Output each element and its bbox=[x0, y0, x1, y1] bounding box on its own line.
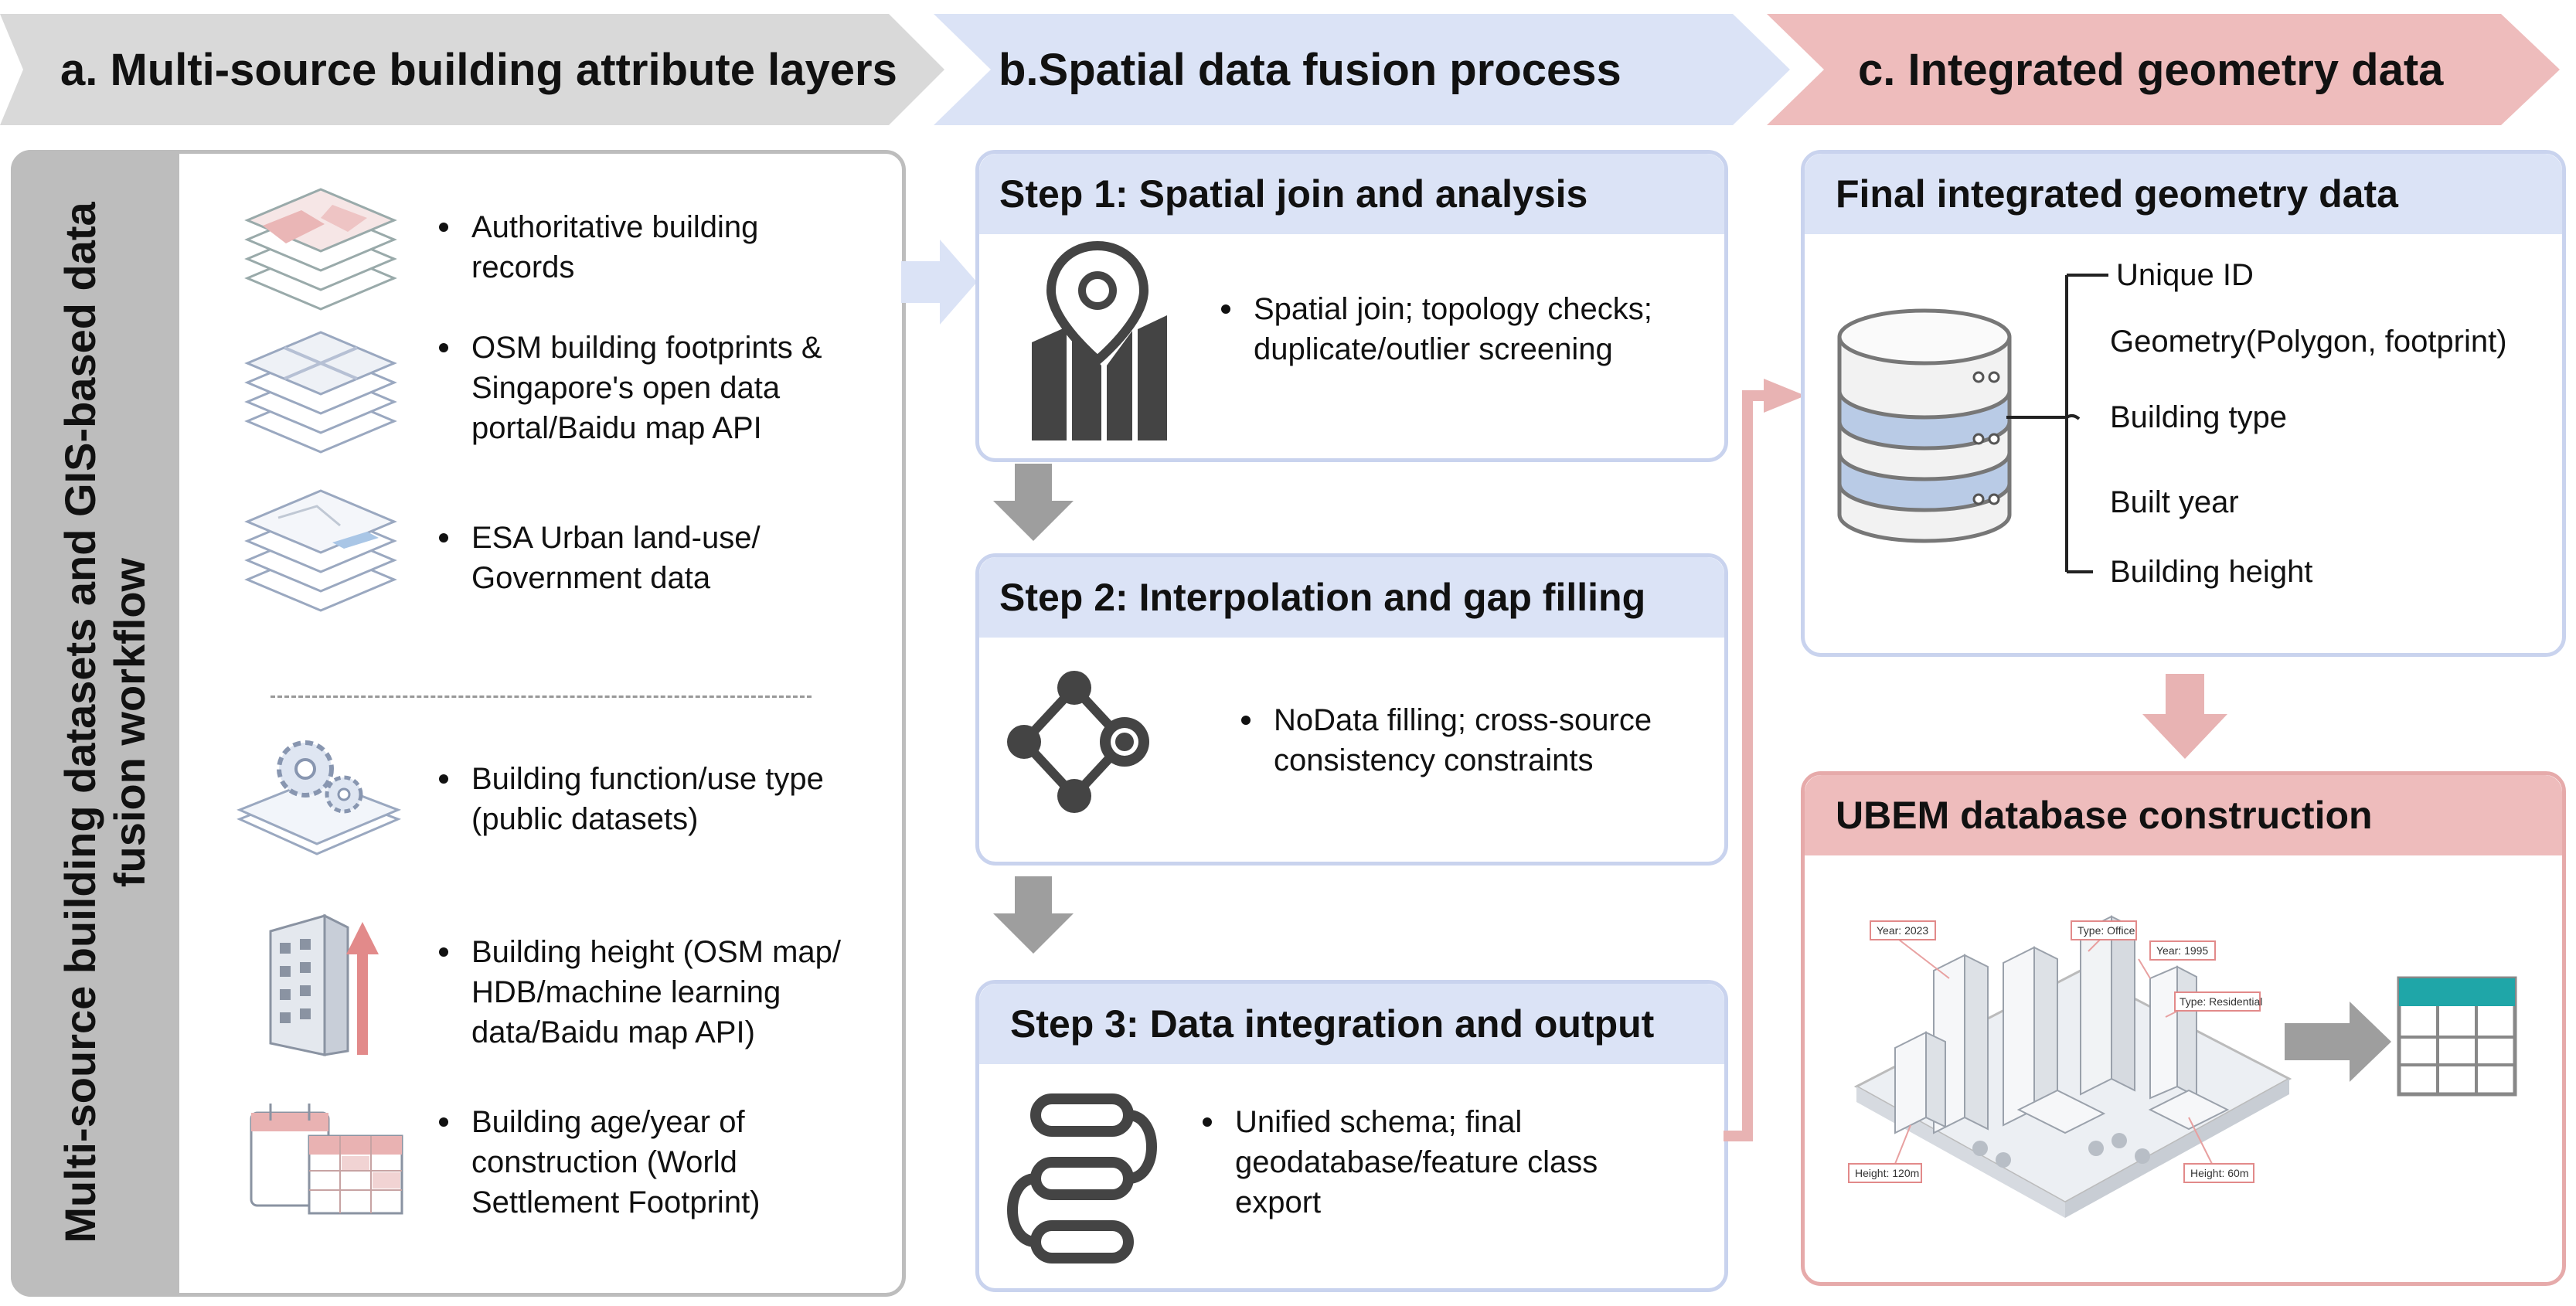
field-unique-id: Unique ID bbox=[2116, 258, 2254, 292]
layered-map-blue-icon bbox=[244, 489, 397, 612]
arrow-step3-to-final bbox=[1724, 379, 1805, 1141]
table-icon bbox=[2397, 976, 2517, 1097]
header-a: a. Multi-source building attribute layer… bbox=[0, 0, 951, 125]
node-graph-icon bbox=[1007, 671, 1149, 813]
header-b: b.Spatial data fusion process bbox=[924, 0, 1798, 125]
layered-map-red-icon bbox=[244, 188, 397, 311]
layered-map-grid-icon bbox=[244, 331, 397, 454]
tag-height-60: Height: 60m bbox=[2190, 1167, 2248, 1179]
header-a-label: a. Multi-source building attribute layer… bbox=[60, 45, 897, 95]
field-built-year: Built year bbox=[2110, 485, 2239, 519]
tag-type-office: Type: Office bbox=[2077, 924, 2135, 937]
field-building-type: Building type bbox=[2110, 400, 2288, 434]
field-building-height: Building height bbox=[2110, 555, 2313, 589]
arrow-left-to-step1 bbox=[901, 240, 977, 325]
tag-year-2023: Year: 2023 bbox=[1877, 924, 1928, 937]
step2-panel: Step 2: Interpolation and gap filling bbox=[975, 553, 1728, 866]
tag-height-120: Height: 120m bbox=[1855, 1167, 1919, 1179]
tag-year-1995: Year: 1995 bbox=[2156, 944, 2208, 957]
schema-flow-icon bbox=[1007, 1093, 1157, 1263]
arrow-final-to-ubem bbox=[2142, 674, 2227, 759]
step1-title: Step 1: Spatial join and analysis bbox=[979, 154, 1724, 234]
arrow-step2-to-step3 bbox=[993, 876, 1074, 954]
field-bracket bbox=[2006, 274, 2108, 573]
database-icon bbox=[1837, 308, 2012, 543]
header-b-label: b.Spatial data fusion process bbox=[999, 45, 1621, 95]
side-title-line2: fusion workflow bbox=[105, 557, 154, 888]
left-side-title: Multi-source building datasets and GIS-b… bbox=[56, 151, 154, 1294]
final-title: Final integrated geometry data bbox=[1805, 154, 2562, 234]
left-item-5: Building height (OSM map/HDB/machine lea… bbox=[438, 932, 841, 1053]
building-height-icon bbox=[269, 913, 379, 1056]
step2-title: Step 2: Interpolation and gap filling bbox=[979, 557, 1724, 638]
header-c-label: c. Integrated geometry data bbox=[1858, 45, 2444, 95]
side-title-line1: Multi-source building datasets and GIS-b… bbox=[56, 202, 104, 1243]
header-c: c. Integrated geometry data bbox=[1759, 0, 2576, 125]
step3-title: Step 3: Data integration and output bbox=[979, 984, 1724, 1064]
left-item-4: Building function/use type(public datase… bbox=[439, 759, 824, 839]
left-divider bbox=[271, 696, 812, 698]
field-geometry: Geometry(Polygon, footprint) bbox=[2110, 325, 2507, 359]
gears-map-icon bbox=[237, 740, 402, 855]
left-side-band bbox=[11, 150, 179, 1297]
calendar-table-icon bbox=[250, 1104, 403, 1215]
arrow-city-to-table bbox=[2285, 1002, 2391, 1082]
city-model-icon: Year: 2023 Type: Office Year: 1995 Type:… bbox=[1848, 915, 2292, 1218]
left-item-2: OSM building footprints &Singapore's ope… bbox=[439, 328, 822, 448]
step1-text: Spatial join; topology checks;duplicate/… bbox=[1221, 289, 1652, 369]
arrow-step1-to-step2 bbox=[993, 464, 1074, 541]
left-item-3: ESA Urban land-use/Government data bbox=[439, 518, 761, 598]
tag-type-residential: Type: Residential bbox=[2180, 995, 2262, 1008]
ubem-title: UBEM database construction bbox=[1805, 775, 2562, 855]
map-pin-icon bbox=[1032, 240, 1167, 440]
